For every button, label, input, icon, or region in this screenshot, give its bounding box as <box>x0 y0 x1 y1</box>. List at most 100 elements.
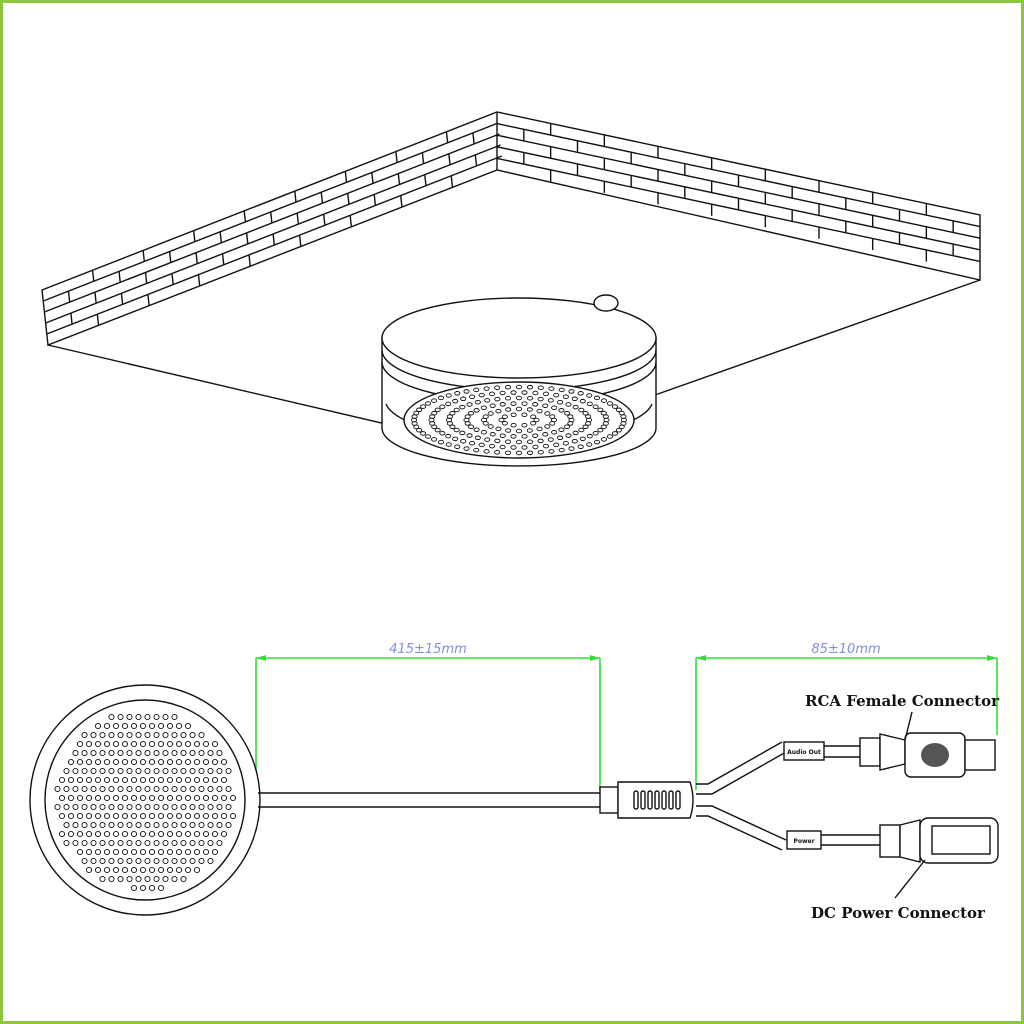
grille-hole <box>449 424 456 430</box>
grille-hole <box>99 767 106 775</box>
grille-hole <box>180 857 187 865</box>
grille-hole <box>510 401 517 406</box>
grille-hole <box>553 442 560 448</box>
grille-hole <box>94 740 102 748</box>
grille-hole <box>582 424 589 430</box>
grille-hole <box>108 821 115 829</box>
grille-hole <box>618 424 625 430</box>
grille-hole <box>90 785 97 793</box>
brick-joint <box>344 171 348 183</box>
grille-hole <box>117 767 124 775</box>
brick-joint <box>118 271 121 283</box>
grille-hole <box>416 407 423 413</box>
grille-hole <box>193 830 201 838</box>
grille-hole <box>488 391 496 397</box>
grille-hole <box>162 713 169 721</box>
grille-hole <box>94 848 102 856</box>
grille-hole <box>225 785 232 793</box>
grille-hole <box>548 449 555 454</box>
grille-hole <box>193 812 201 820</box>
grille-hole <box>108 785 115 793</box>
grille-hole <box>548 386 555 391</box>
grille-hole <box>558 447 565 453</box>
brick-joint <box>445 131 449 143</box>
grille-hole <box>162 749 169 757</box>
grille-hole <box>449 410 456 416</box>
grille-hole <box>90 857 97 865</box>
grille-hole <box>148 884 156 892</box>
grille-hole <box>611 404 618 409</box>
grille-hole <box>184 830 192 838</box>
grille-hole <box>135 839 142 847</box>
grille-hole <box>521 422 528 428</box>
grille-hole <box>99 875 106 883</box>
grille-hole <box>94 794 102 802</box>
grille-hole <box>207 857 214 865</box>
brick-joint <box>221 253 225 265</box>
grille-hole <box>117 839 124 847</box>
grille-hole <box>600 437 607 442</box>
grille-hole <box>501 414 508 420</box>
grille-hole <box>487 411 494 416</box>
grille-hole <box>542 403 549 408</box>
grille-hole <box>135 767 142 775</box>
microphone-front-view <box>29 684 261 916</box>
grille-hole <box>175 866 183 874</box>
grille-hole <box>211 848 219 856</box>
cable-length-label: 415±15mm <box>389 642 467 657</box>
brick-joint <box>245 232 249 244</box>
grille-hole <box>542 432 549 437</box>
grille-hole <box>135 785 142 793</box>
grille-hole <box>558 387 565 393</box>
grille-hole <box>615 427 622 433</box>
grille-hole <box>94 776 102 784</box>
grille-hole <box>467 411 475 416</box>
grille-hole <box>547 437 554 442</box>
grille-hole <box>489 432 496 437</box>
grille-hole <box>139 812 147 820</box>
grille-hole <box>166 776 174 784</box>
brick-joint <box>168 251 172 263</box>
grille-hole <box>452 398 459 404</box>
grille-hole <box>474 399 481 405</box>
grille-hole <box>211 794 219 802</box>
grille-hole <box>171 785 178 793</box>
grille-hole <box>184 848 192 856</box>
grille-hole <box>108 767 115 775</box>
grille-hole <box>157 776 165 784</box>
grille-hole <box>184 794 192 802</box>
grille-hole <box>108 839 115 847</box>
grille-hole <box>211 812 219 820</box>
grille-hole <box>582 410 589 416</box>
grille-hole <box>67 794 75 802</box>
grille-hole <box>148 758 156 766</box>
grille-hole <box>202 758 210 766</box>
brick-joint <box>192 230 196 242</box>
grille-hole <box>225 803 232 811</box>
grille-hole <box>85 758 93 766</box>
grille-hole <box>103 848 111 856</box>
ceiling-slab <box>41 111 981 426</box>
grille-hole <box>211 776 219 784</box>
grille-hole <box>117 875 124 883</box>
brick-joint <box>373 194 377 206</box>
brick-joint <box>248 254 251 266</box>
grille-hole <box>157 812 165 820</box>
grille-hole <box>99 731 106 739</box>
grille-hole <box>112 848 120 856</box>
grille-hole <box>202 740 210 748</box>
grille-hole <box>144 821 151 829</box>
grille-hole <box>85 866 93 874</box>
grille-hole <box>494 438 501 444</box>
brick-joint <box>474 154 478 166</box>
grille-hole <box>505 407 512 412</box>
grille-hole <box>488 443 496 449</box>
brick-joint <box>91 270 95 282</box>
grille-hole <box>144 857 151 865</box>
grille-hole <box>162 785 169 793</box>
brick-joint <box>322 214 326 226</box>
grille-hole <box>532 390 539 396</box>
grille-hole <box>577 444 584 449</box>
grille-hole <box>85 812 93 820</box>
grille-hole <box>121 776 129 784</box>
